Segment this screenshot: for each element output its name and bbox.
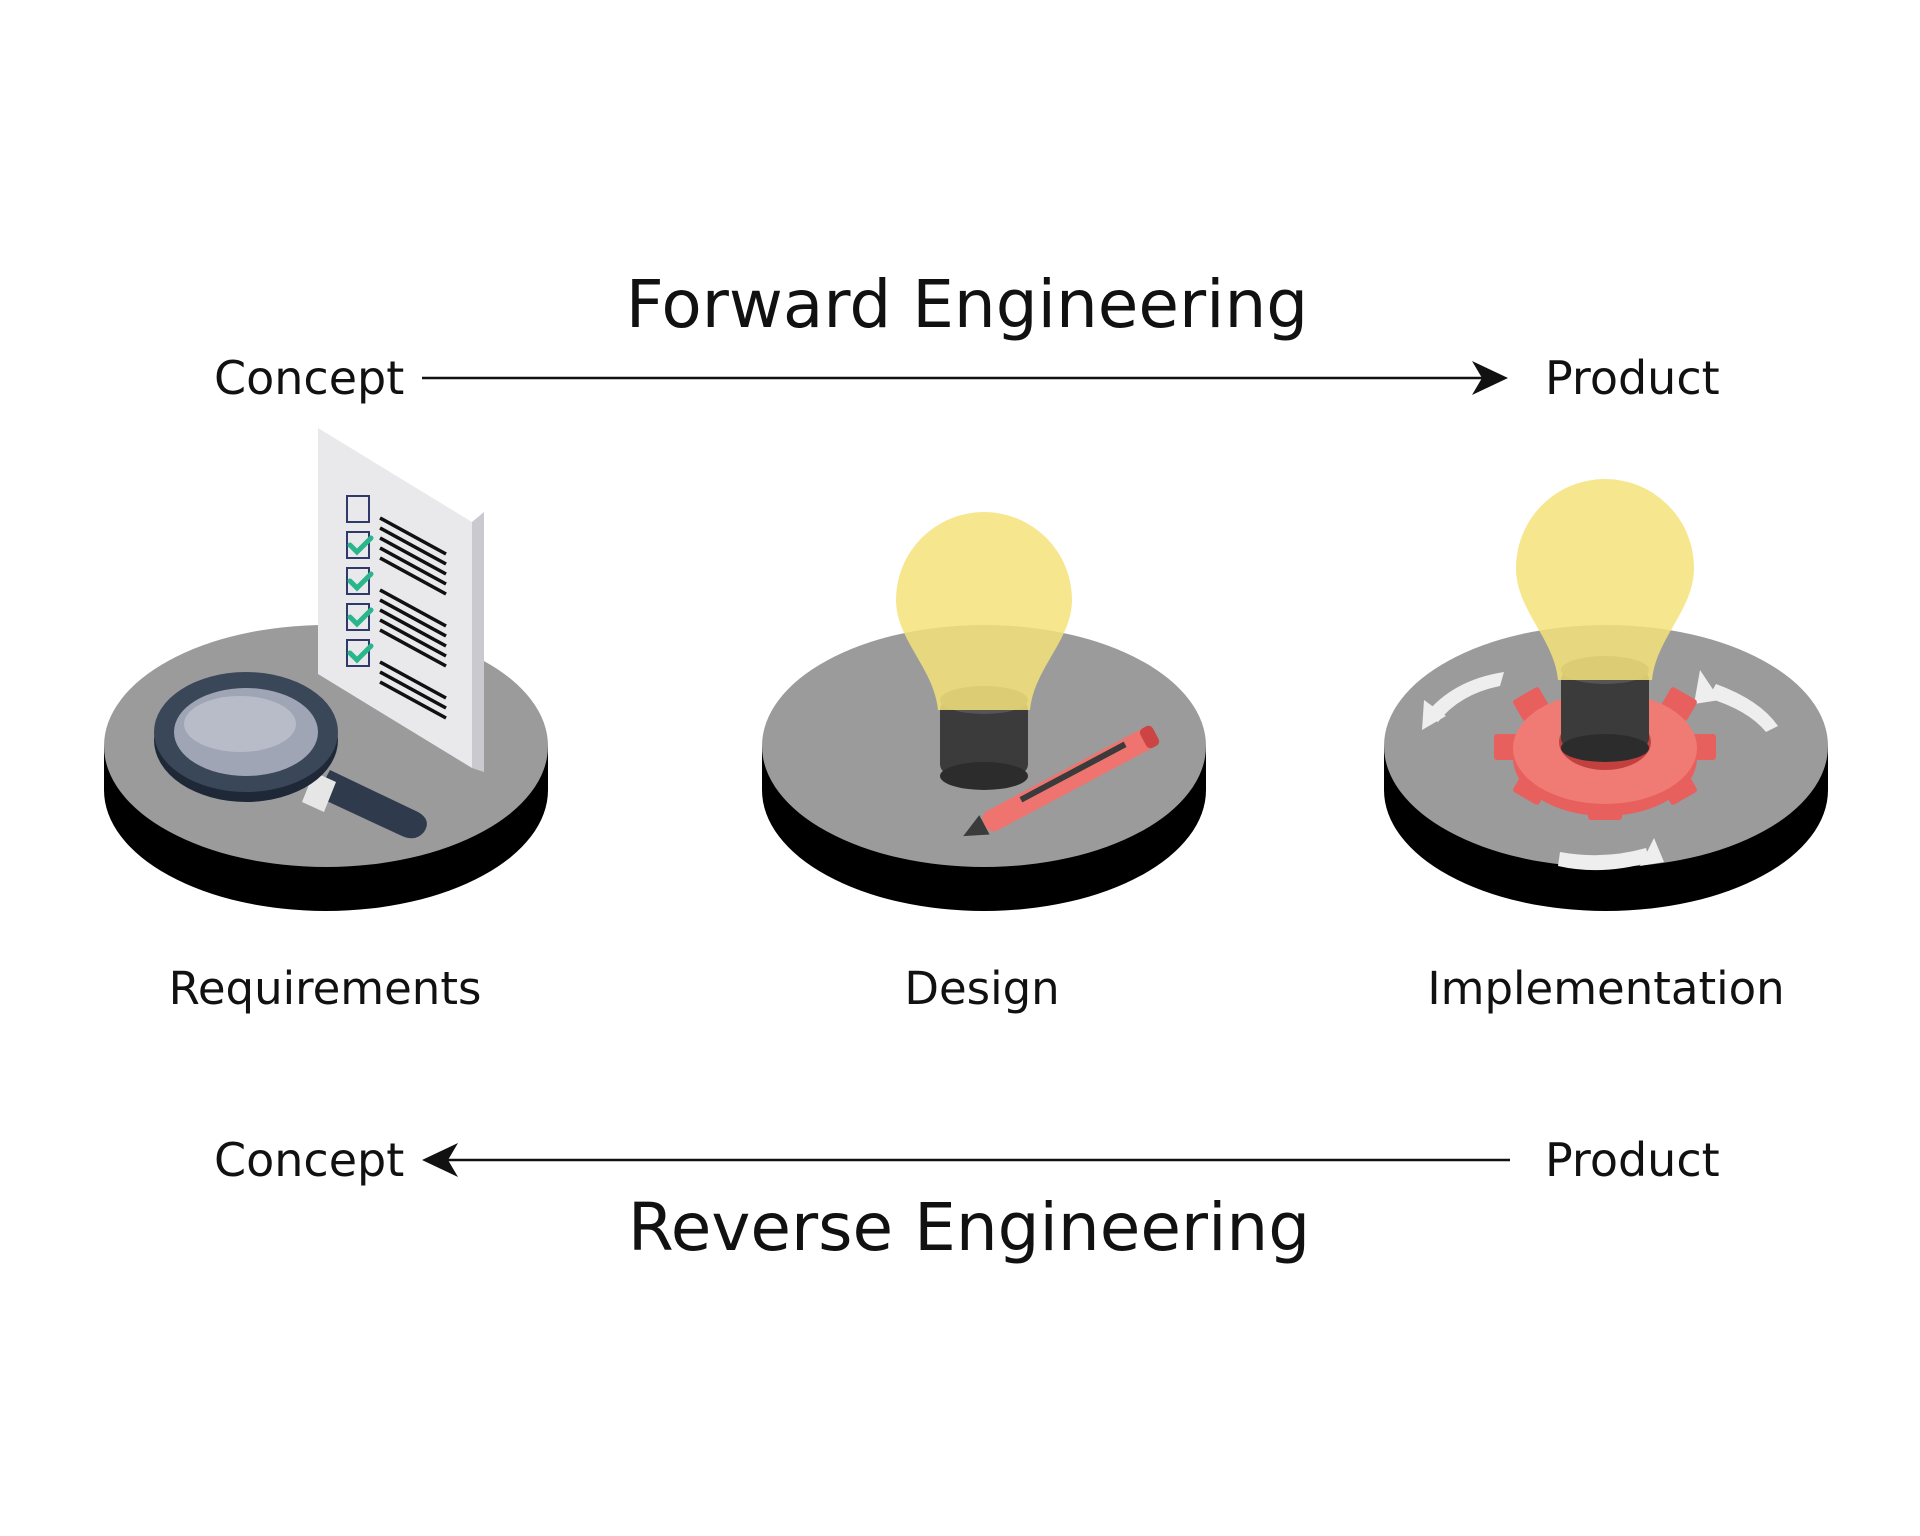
reverse-start-product-label: Product bbox=[1545, 1133, 1720, 1187]
lightbulb-pen-icon bbox=[896, 512, 1160, 837]
reverse-arrow bbox=[422, 1143, 1510, 1177]
reverse-end-concept-label: Concept bbox=[214, 1133, 405, 1187]
stage-label-requirements: Requirements bbox=[168, 962, 482, 1015]
forward-end-product-label: Product bbox=[1545, 351, 1720, 405]
stage-label-implementation: Implementation bbox=[1427, 962, 1785, 1015]
stage-label-design: Design bbox=[904, 962, 1060, 1015]
forward-engineering-title: Forward Engineering bbox=[625, 266, 1309, 343]
forward-start-concept-label: Concept bbox=[214, 351, 405, 405]
lightbulb-gear-cycle-icon bbox=[1422, 479, 1778, 871]
reverse-engineering-title: Reverse Engineering bbox=[627, 1189, 1311, 1266]
checklist-magnifier-icon bbox=[154, 428, 484, 839]
forward-arrow bbox=[422, 361, 1508, 395]
